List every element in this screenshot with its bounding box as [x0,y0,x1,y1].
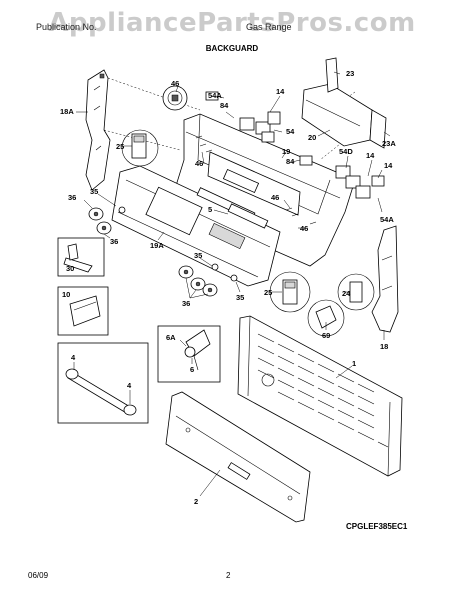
callout-46: 46 [195,159,203,168]
callout-20: 20 [308,133,316,142]
callout-1: 1 [352,359,356,368]
callout-36: 36 [68,193,76,202]
lower-knobs [178,263,238,297]
part-54A-relays-upper [205,91,281,143]
callout-54D: 54D [339,147,353,156]
callout-19: 19 [282,147,290,156]
part-69-lamp-socket [307,299,345,337]
callout-25: 25 [116,142,124,151]
callout-23: 23 [346,69,354,78]
callout-19A: 19A [150,241,164,250]
callout-6: 6 [190,365,194,374]
leader-lines [73,71,391,497]
callout-23A: 23A [382,139,396,148]
watermark: AppliancePartsPros.com [48,8,416,38]
part-18-side-bracket [371,225,399,333]
callout-54A: 54A [208,91,222,100]
part-10-inset [57,286,109,336]
callout-84: 84 [286,157,295,166]
callout-6A: 6A [166,333,176,342]
page-header: AppliancePartsPros.com Publication No. G… [0,0,464,56]
callout-2: 2 [194,497,198,506]
footer-date: 06/09 [28,571,49,580]
section-title: BACKGUARD [205,44,259,53]
part-5-display-board [227,203,269,229]
callout-35: 35 [90,187,98,196]
footer-page-number: 2 [226,571,231,580]
publication-row: Publication No. Gas Range [36,22,436,36]
part-25-switch-lower [269,271,311,313]
part-20-control-board [301,57,387,149]
part-25-switch-upper [121,129,159,167]
part-2-lower-panel [165,391,311,523]
callout-14: 14 [384,161,393,170]
callout-46: 46 [271,193,279,202]
part-54D-relays-right [299,155,385,199]
part-46-clock [162,85,188,111]
callout-35: 35 [194,251,202,260]
callout-labels: 18A 46 54A 84 14 23 54 20 23A 25 46 19 8… [60,69,396,506]
callout-14: 14 [366,151,375,160]
upper-knobs [88,206,126,235]
louvers [257,333,389,448]
model-code: CPGLEF385EC1 [346,522,408,531]
callout-36: 36 [182,299,190,308]
callout-84: 84 [220,101,229,110]
callout-4: 4 [127,381,132,390]
part-30-inset [57,237,105,277]
callout-18: 18 [380,342,388,351]
publication-label: Publication No. [36,22,97,32]
callout-4: 4 [71,353,76,362]
callout-25: 25 [264,288,272,297]
part-1-rear-panel [237,315,403,477]
callout-54A: 54A [380,215,394,224]
callout-5: 5 [208,205,212,214]
callout-30: 30 [66,264,74,273]
callout-46: 46 [171,79,179,88]
callout-54: 54 [286,127,295,136]
callout-69: 69 [322,331,330,340]
part-6-igniter-inset [157,325,221,383]
product-label: Gas Range [246,22,292,32]
callout-24: 24 [342,289,351,298]
part-4-rod-inset [57,342,149,424]
callout-36: 36 [110,237,118,246]
callout-35: 35 [236,293,244,302]
small-pins [195,135,317,225]
part-18A-side-bracket [85,69,111,191]
callout-10: 10 [62,290,70,299]
callout-18A: 18A [60,107,74,116]
callout-14: 14 [276,87,285,96]
part-19-backguard-frame [169,113,356,267]
callout-46: 46 [300,224,308,233]
